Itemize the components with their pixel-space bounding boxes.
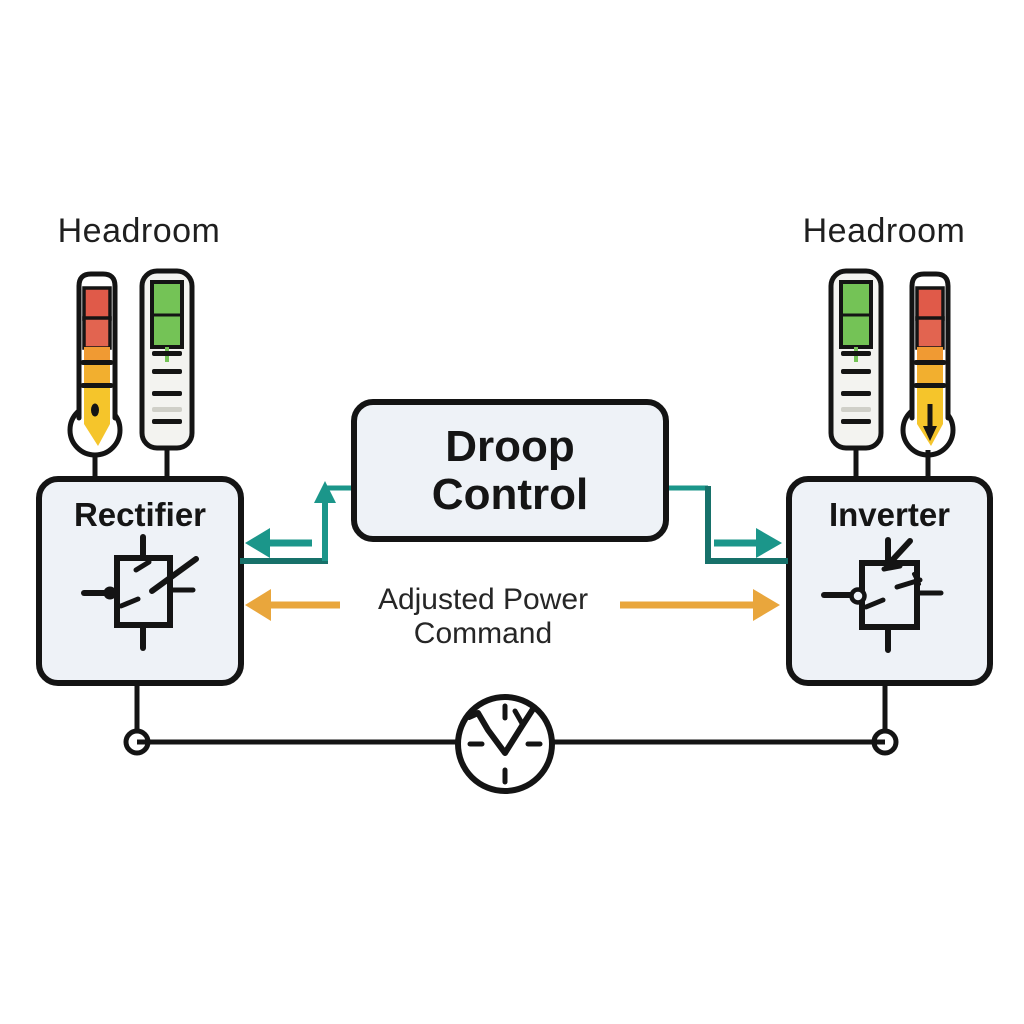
adjusted-power-line1: Adjusted Power — [377, 583, 589, 616]
droop-control-title: Droop Control — [431, 421, 589, 519]
dc-bus — [123, 686, 899, 756]
thermometer-gauge-icon-left — [67, 271, 123, 478]
droop-command-arrow-right — [714, 528, 782, 558]
inverter-title: Inverter — [828, 496, 951, 533]
headroom-label-left: Headroom — [57, 212, 221, 250]
power-command-arrow-left — [245, 589, 340, 621]
thermometer-gauge-icon-right — [900, 271, 956, 478]
adjusted-power-line2: Command — [413, 617, 553, 650]
sync-meter-icon — [455, 694, 555, 794]
amber-right-arrowhead-icon — [753, 589, 780, 621]
rectifier-title: Rectifier — [73, 496, 207, 533]
adjusted-power-command-label: Adjusted Power Command — [333, 583, 633, 651]
level-gauge-icon-left — [139, 268, 195, 478]
power-command-arrow-right — [620, 589, 780, 621]
bus-node-icon-right — [871, 728, 899, 756]
amber-left-arrowhead-icon — [245, 589, 271, 621]
teal-up-arrowhead-icon — [314, 481, 336, 503]
headroom-label-right: Headroom — [802, 212, 966, 250]
droop-feedback-path-left — [240, 481, 351, 564]
level-gauge-icon-right — [828, 268, 884, 478]
droop-command-arrow-left — [245, 528, 312, 558]
bus-node-icon-left — [123, 728, 151, 756]
inverter-box: Inverter — [786, 476, 993, 686]
teal-left-arrowhead-icon — [245, 528, 270, 558]
teal-right-arrowhead-icon — [756, 528, 782, 558]
droop-feedback-path-right — [669, 485, 788, 564]
down-arrow-icon — [923, 404, 937, 441]
droop-control-box: Droop Control — [351, 399, 669, 542]
rectifier-box: Rectifier — [36, 476, 244, 686]
